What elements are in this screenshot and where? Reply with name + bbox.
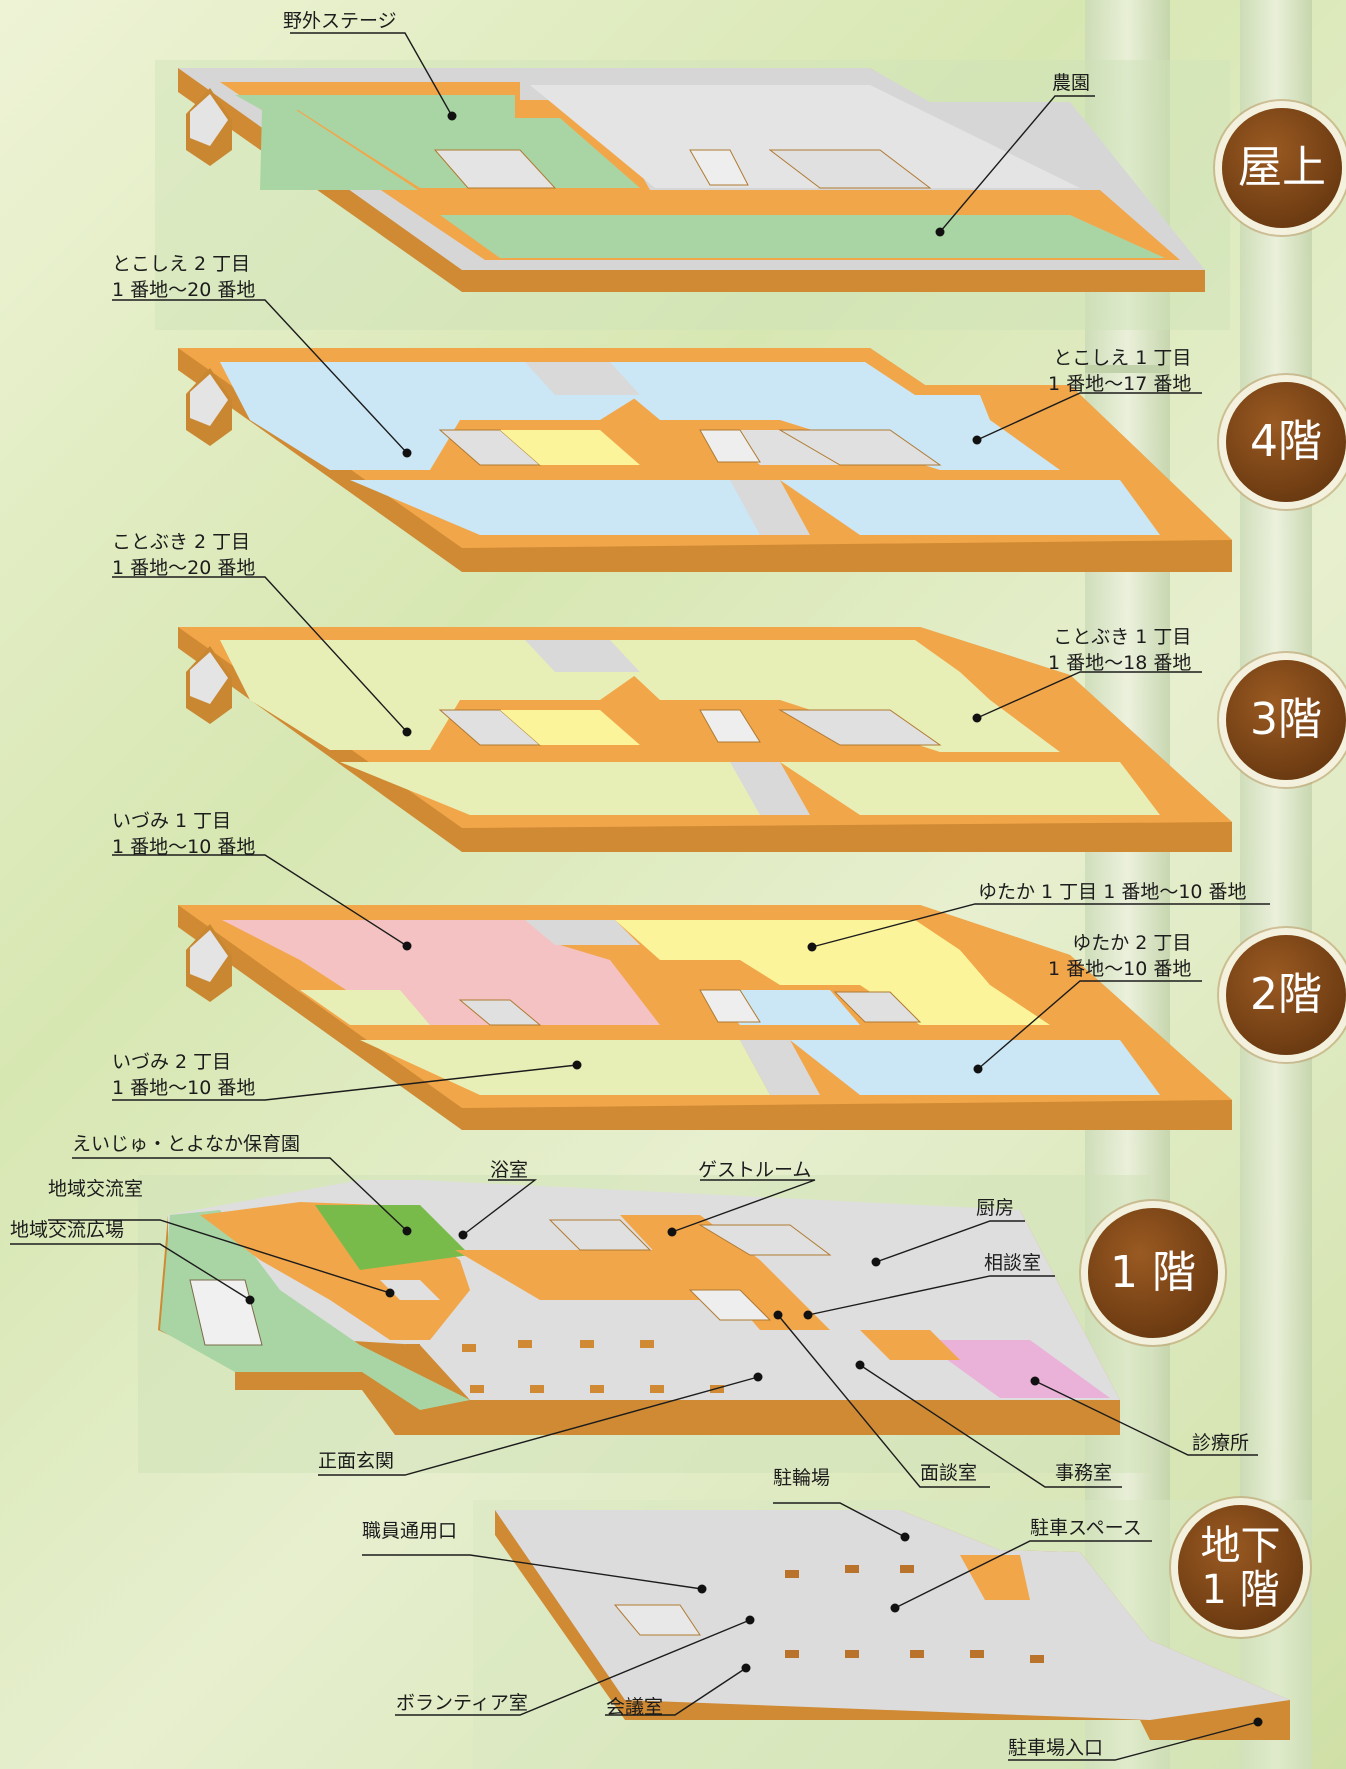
- label-staff-entrance: 職員通用口: [362, 1520, 458, 1542]
- label-main-entrance: 正面玄関: [318, 1450, 395, 1472]
- badge-rooftop: 屋上: [1222, 108, 1342, 228]
- badge-2f-text: 2階: [1250, 969, 1322, 1020]
- label-consult-room: 相談室: [984, 1252, 1042, 1274]
- label-parking-space: 駐車スペース: [1030, 1517, 1142, 1539]
- label-parking-entrance: 駐車場入口: [1008, 1737, 1104, 1759]
- label-bicycle-parking: 駐輪場: [773, 1467, 831, 1489]
- label-meeting-room: 会議室: [606, 1696, 664, 1718]
- leader-lines: [10, 32, 1270, 1761]
- label-interview-room: 面談室: [920, 1462, 978, 1484]
- badge-b1: 地下 1 階: [1178, 1505, 1303, 1630]
- label-volunteer-room: ボランティア室: [396, 1692, 528, 1714]
- badge-4f: 4階: [1226, 382, 1346, 502]
- badge-b1-line1: 地下: [1200, 1522, 1281, 1569]
- badge-1f: 1 階: [1088, 1208, 1218, 1338]
- b1-stall-marks: [785, 1565, 1044, 1663]
- label-bath: 浴室: [490, 1159, 529, 1181]
- bamboo-background: [1085, 0, 1312, 1769]
- b1-floor-plan: [495, 1510, 1290, 1740]
- label-farm: 農園: [1052, 72, 1091, 94]
- label-community-room: 地域交流室: [48, 1178, 144, 1200]
- badge-rooftop-text: 屋上: [1238, 142, 1326, 193]
- label-nursery: えいじゅ・とよなか保育園: [72, 1133, 301, 1155]
- badge-3f-text: 3階: [1250, 694, 1322, 745]
- label-clinic: 診療所: [1192, 1432, 1250, 1454]
- badge-3f: 3階: [1226, 660, 1346, 780]
- 4f-floor-plan: [178, 348, 1232, 572]
- badge-4f-text: 4階: [1250, 416, 1322, 467]
- 2f-floor-plan: [178, 905, 1232, 1130]
- label-yutaka-1: ゆたか 1 丁目 1 番地～10 番地: [978, 881, 1247, 903]
- label-office: 事務室: [1055, 1462, 1113, 1484]
- badge-2f: 2階: [1226, 935, 1346, 1055]
- badge-1f-text: 1 階: [1110, 1247, 1196, 1298]
- building-layers-svg: [10, 0, 1312, 1769]
- label-community-plaza: 地域交流広場: [10, 1219, 125, 1241]
- floor-guide-diagram: 屋上 4階 3階 2階 1 階 地下 1 階 野外ステージ 農園 とこしえ 2 …: [10, 0, 1346, 1769]
- label-kitchen: 厨房: [976, 1197, 1015, 1219]
- label-guest-room: ゲストルーム: [698, 1159, 812, 1181]
- label-outdoor-stage: 野外ステージ: [283, 10, 397, 32]
- 3f-floor-plan: [178, 627, 1232, 852]
- rooftop-floor-plan: [178, 68, 1205, 292]
- leader-dots: [245, 111, 1263, 1727]
- badge-b1-line2: 1 階: [1201, 1566, 1280, 1613]
